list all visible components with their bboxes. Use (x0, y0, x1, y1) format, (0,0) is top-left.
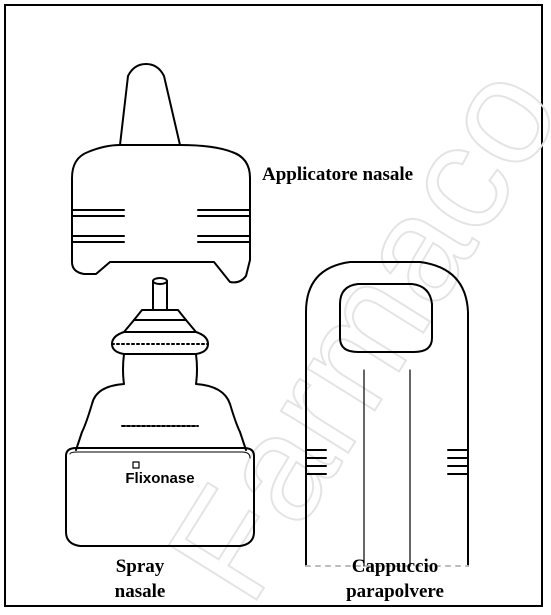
brand-mark (133, 462, 139, 468)
label-cap-line1: Cappuccio (320, 555, 470, 578)
dust-cap (306, 262, 468, 566)
label-applicator: Applicatore nasale (262, 163, 462, 186)
bottle-brand-label: Flixonase (80, 470, 240, 488)
nasal-applicator (72, 64, 250, 282)
label-cap-line2: parapolvere (320, 580, 470, 603)
nasal-spray-bottle (66, 278, 254, 546)
label-spray-line1: Spray (80, 555, 200, 578)
label-spray-line2: nasale (80, 580, 200, 603)
